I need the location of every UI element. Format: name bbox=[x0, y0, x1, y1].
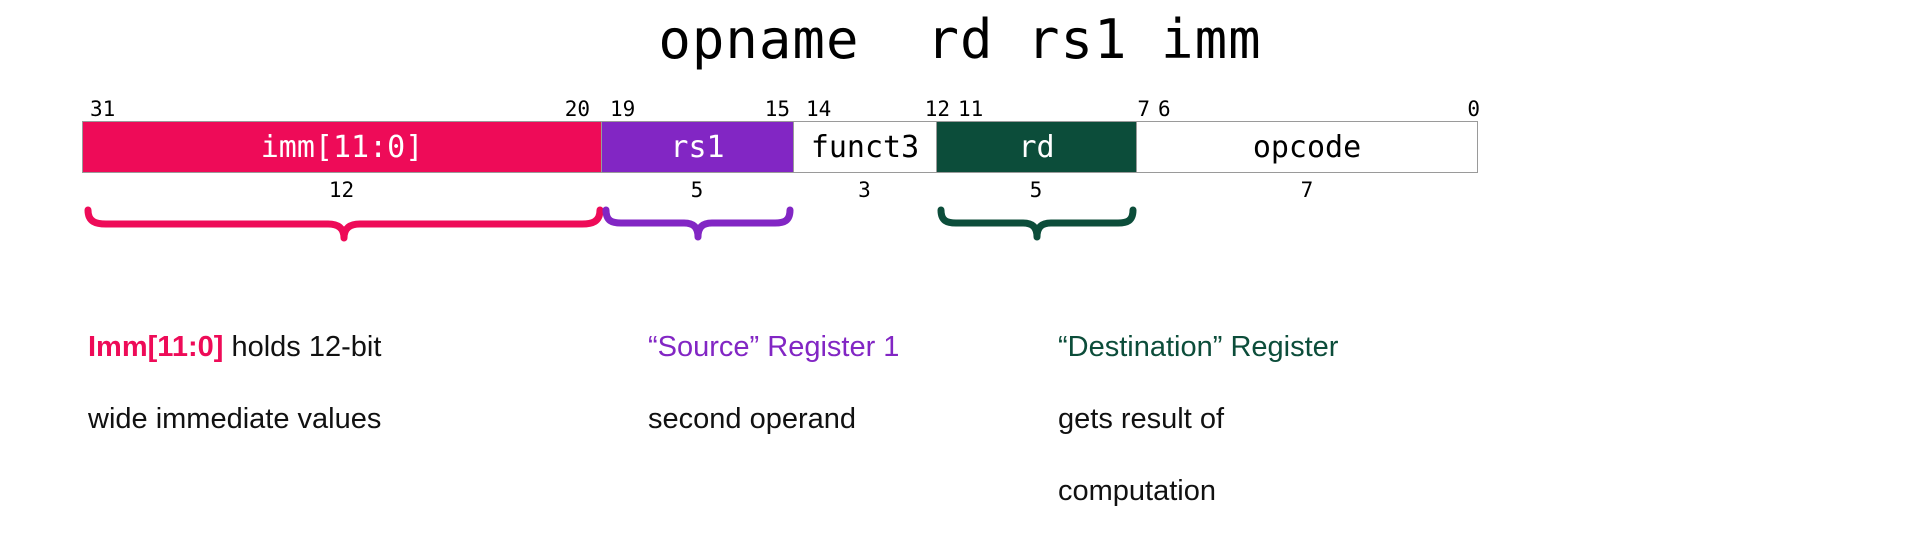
annotation-rd: “Destination” Register gets result of co… bbox=[1058, 257, 1518, 545]
bit-label-14: 14 bbox=[806, 97, 832, 121]
field-funct3[interactable]: funct3 bbox=[794, 122, 937, 172]
width-label-rs1: 5 bbox=[690, 178, 704, 202]
width-label-opcode: 7 bbox=[1300, 178, 1314, 202]
instruction-format-diagram: opname rd rs1 imm 31 20 19 15 14 12 11 7… bbox=[82, 8, 1480, 507]
field-rd[interactable]: rd bbox=[937, 122, 1137, 172]
annotation-rd-line3: computation bbox=[1058, 475, 1216, 507]
page-title: opname rd rs1 imm bbox=[658, 8, 1262, 71]
bit-label-6: 6 bbox=[1158, 97, 1171, 121]
bit-label-0: 0 bbox=[1467, 97, 1480, 121]
annotation-rd-line2: gets result of bbox=[1058, 403, 1225, 435]
width-label-rd: 5 bbox=[1029, 178, 1043, 202]
bit-label-20: 20 bbox=[564, 97, 590, 121]
brace-rs1 bbox=[601, 206, 797, 253]
annotation-rs1-highlight: “Source” Register 1 bbox=[648, 331, 900, 363]
brace-imm bbox=[82, 206, 607, 253]
bit-label-11: 11 bbox=[958, 97, 984, 121]
bit-field-bar: imm[11:0] rs1 funct3 rd opcode bbox=[82, 121, 1478, 173]
field-imm[interactable]: imm[11:0] bbox=[83, 122, 602, 172]
field-rs1[interactable]: rs1 bbox=[602, 122, 794, 172]
annotation-imm: Imm[11:0] holds 12-bit wide immediate va… bbox=[88, 257, 608, 473]
field-opcode[interactable]: opcode bbox=[1137, 122, 1477, 172]
bit-label-19: 19 bbox=[610, 97, 636, 121]
annotation-rs1-line2: second operand bbox=[648, 403, 856, 435]
annotation-imm-highlight: Imm[11:0] bbox=[88, 331, 224, 363]
bit-label-31: 31 bbox=[90, 97, 116, 121]
annotation-rd-highlight: “Destination” Register bbox=[1058, 331, 1339, 363]
annotation-rs1: “Source” Register 1 second operand bbox=[648, 257, 1008, 473]
bit-label-15: 15 bbox=[764, 97, 790, 121]
annotation-imm-line2: wide immediate values bbox=[88, 403, 382, 435]
bit-label-7: 7 bbox=[1137, 97, 1150, 121]
width-label-funct3: 3 bbox=[858, 178, 871, 202]
brace-rd bbox=[936, 206, 1140, 253]
annotation-imm-rest: holds 12-bit bbox=[223, 331, 382, 363]
width-label-imm: 12 bbox=[328, 178, 355, 202]
bit-label-12: 12 bbox=[924, 97, 950, 121]
